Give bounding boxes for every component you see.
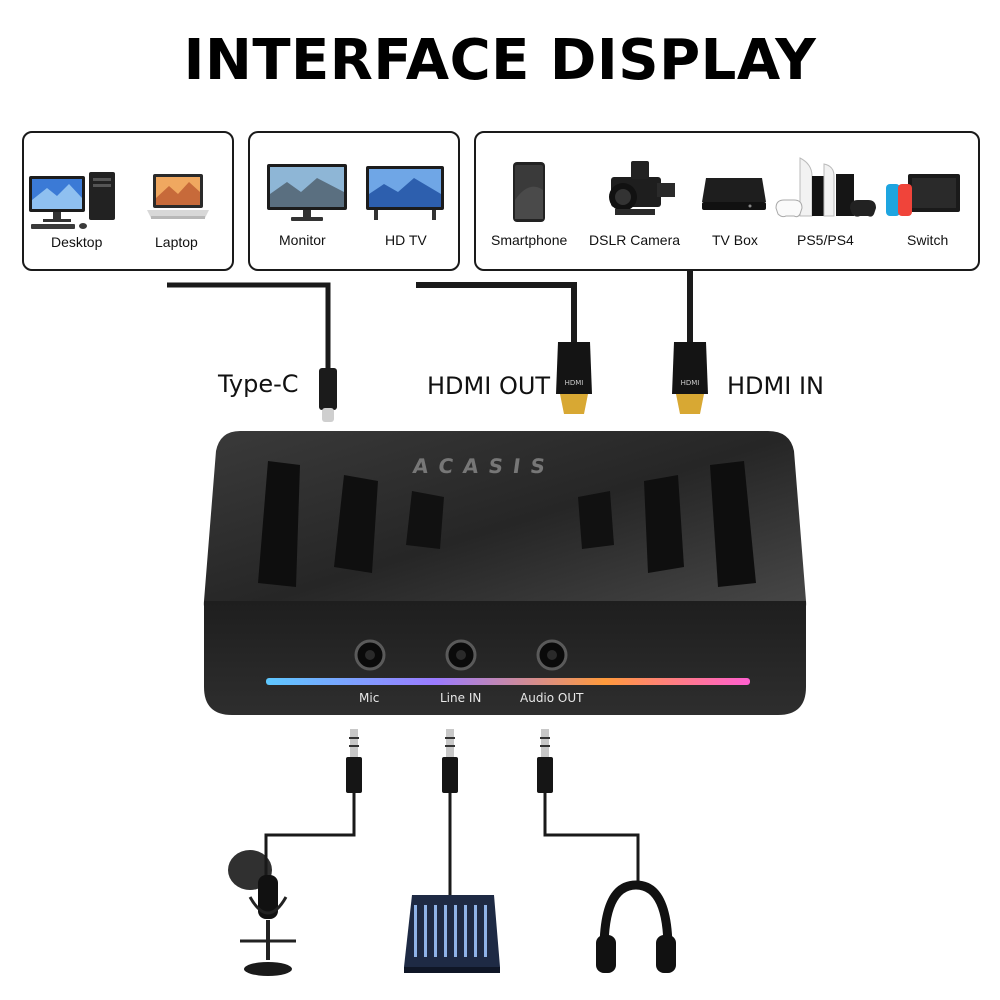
hdmi-in-tip <box>676 394 704 414</box>
laptop-icon <box>147 174 209 219</box>
typec-cable <box>167 282 331 372</box>
mic-cable <box>264 793 356 880</box>
line-in-jack <box>442 729 458 793</box>
vent-right-2 <box>644 475 684 573</box>
port-label-line-in: Line IN <box>440 691 482 705</box>
vent-left-2 <box>334 475 378 573</box>
audio-out-cable <box>543 793 640 885</box>
audio-out-jack <box>537 729 553 793</box>
typec-plug-tip <box>322 408 334 422</box>
port-label-mic: Mic <box>359 691 380 705</box>
mic-jack <box>346 729 362 793</box>
typec-label: Type-C <box>218 370 299 398</box>
vent-right-3 <box>710 461 756 587</box>
device-label-monitor: Monitor <box>279 232 326 248</box>
device-label-laptop: Laptop <box>155 234 198 250</box>
tv-box-icon <box>702 178 766 210</box>
device-label-dslr-camera: DSLR Camera <box>589 232 681 248</box>
monitor-icon <box>267 164 347 221</box>
hdmi-out-tip <box>560 394 588 414</box>
device-label-tv-box: TV Box <box>712 232 758 248</box>
hdmi-out-label: HDMI OUT <box>427 372 551 400</box>
capture-device <box>203 431 807 715</box>
vent-left-1 <box>258 461 300 587</box>
audio-mixer-icon <box>404 895 500 973</box>
port-label-audio-out: Audio OUT <box>520 691 584 705</box>
page-title: INTERFACE DISPLAY <box>183 28 817 93</box>
top-cables: HDMI HDMI <box>167 270 708 422</box>
device-label-smartphone: Smartphone <box>491 232 568 248</box>
hdmi-out-plug <box>556 342 592 394</box>
vent-left-3 <box>406 491 444 549</box>
device-label-switch: Switch <box>907 232 949 248</box>
headphones-icon <box>596 880 676 973</box>
tv-icon <box>366 166 444 220</box>
hdmi-in-plug-text: HDMI <box>681 379 700 387</box>
desktop-icon <box>29 172 115 229</box>
device-label-hdtv: HD TV <box>385 232 427 248</box>
hdmi-out-cable <box>416 282 577 345</box>
device-label-ps5-ps4: PS5/PS4 <box>797 232 854 248</box>
brand-logo: ACASIS <box>411 454 557 478</box>
switch-console-icon <box>886 174 960 216</box>
camera-icon <box>609 161 675 215</box>
device-label-desktop: Desktop <box>51 234 103 250</box>
hdmi-in-plug <box>672 342 708 394</box>
smartphone-icon <box>513 162 545 222</box>
audio-section <box>228 729 676 976</box>
console-icon <box>775 157 876 218</box>
vent-right-1 <box>578 491 614 549</box>
hdmi-out-plug-text: HDMI <box>565 379 584 387</box>
hdmi-in-label: HDMI IN <box>727 372 824 400</box>
rgb-light-strip <box>266 678 750 685</box>
typec-plug-body <box>319 368 337 410</box>
microphone-icon <box>228 850 296 976</box>
